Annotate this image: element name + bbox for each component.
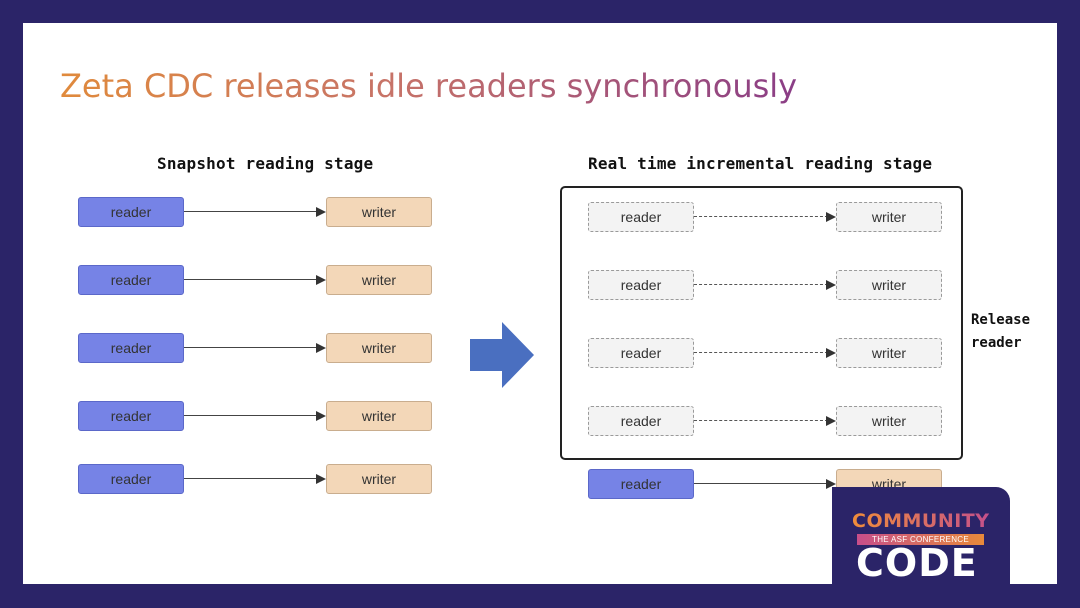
writer-box: writer bbox=[326, 333, 432, 363]
reader-box: reader bbox=[78, 401, 184, 431]
logo-code-text: CODE bbox=[856, 541, 978, 585]
incremental-stage-title: Real time incremental reading stage bbox=[588, 154, 933, 173]
released-flow-arrow bbox=[694, 280, 836, 290]
snapshot-stage-title: Snapshot reading stage bbox=[157, 154, 374, 173]
release-reader-label: Release reader bbox=[971, 309, 1030, 355]
release-label-line1: Release bbox=[971, 312, 1031, 328]
writer-box: writer bbox=[326, 197, 432, 227]
logo-band-text: THE ASF CONFERENCE bbox=[857, 534, 984, 545]
released-writer-box: writer bbox=[836, 406, 942, 436]
released-reader-box: reader bbox=[588, 406, 694, 436]
release-label-line2: reader bbox=[971, 335, 1022, 351]
data-flow-arrow bbox=[184, 343, 326, 353]
reader-box: reader bbox=[78, 464, 184, 494]
released-reader-box: reader bbox=[588, 338, 694, 368]
stage-transition-arrow-icon bbox=[470, 322, 534, 388]
released-writer-box: writer bbox=[836, 270, 942, 300]
reader-box: reader bbox=[78, 197, 184, 227]
writer-box: writer bbox=[326, 265, 432, 295]
data-flow-arrow bbox=[184, 207, 326, 217]
community-code-logo: COMMUNITY THE ASF CONFERENCE CODE bbox=[832, 487, 1010, 585]
logo-community-text: COMMUNITY bbox=[852, 510, 990, 532]
released-flow-arrow bbox=[694, 348, 836, 358]
data-flow-arrow bbox=[184, 275, 326, 285]
data-flow-arrow bbox=[184, 411, 326, 421]
released-flow-arrow bbox=[694, 212, 836, 222]
data-flow-arrow bbox=[184, 474, 326, 484]
slide-title: Zeta CDC releases idle readers synchrono… bbox=[60, 64, 797, 108]
active-reader-box: reader bbox=[588, 469, 694, 499]
released-writer-box: writer bbox=[836, 202, 942, 232]
writer-box: writer bbox=[326, 464, 432, 494]
reader-box: reader bbox=[78, 265, 184, 295]
active-flow-arrow bbox=[694, 479, 836, 489]
released-reader-box: reader bbox=[588, 270, 694, 300]
reader-box: reader bbox=[78, 333, 184, 363]
released-readers-frame bbox=[560, 186, 963, 460]
writer-box: writer bbox=[326, 401, 432, 431]
released-reader-box: reader bbox=[588, 202, 694, 232]
released-writer-box: writer bbox=[836, 338, 942, 368]
released-flow-arrow bbox=[694, 416, 836, 426]
